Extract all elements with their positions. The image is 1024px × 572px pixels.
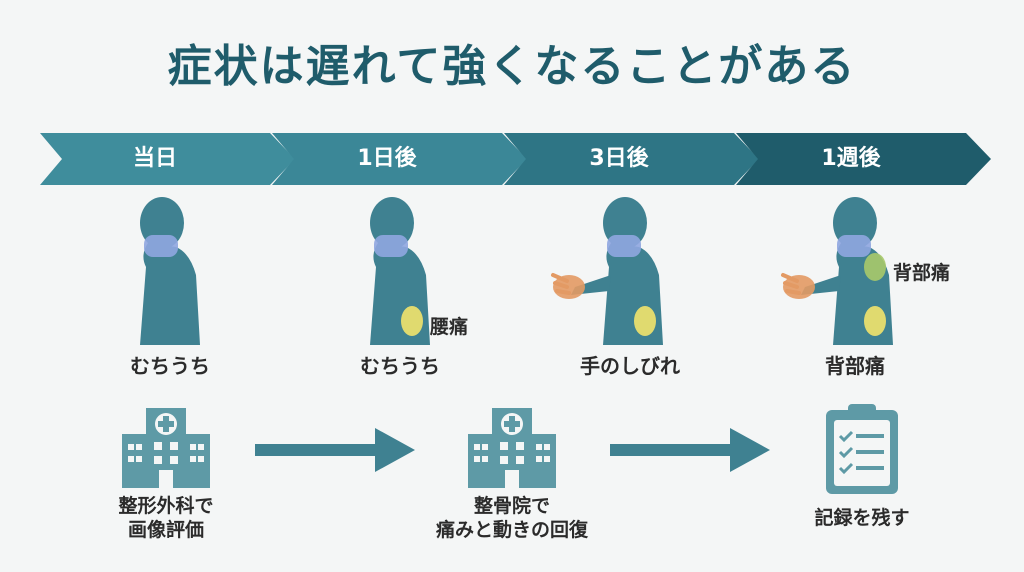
lowback-pain-icon [401, 306, 423, 336]
body-shape [140, 243, 200, 345]
side-label-backpain: 背部痛 [893, 262, 951, 284]
person-figure-lowback [370, 197, 430, 345]
step-label-line: 整骨院で [473, 495, 550, 517]
chevron-shape [272, 133, 527, 185]
timeline-label: 1週後 [821, 146, 881, 171]
symptom-label-whiplash: むちうち [130, 354, 210, 378]
step-label-line: 画像評価 [127, 519, 204, 541]
lowback-pain-icon [864, 306, 886, 336]
page-title: 症状は遅れて強くなることがある [167, 41, 857, 92]
symptom-label-backpain: 背部痛 [825, 354, 885, 378]
person-figure-whiplash [140, 197, 200, 345]
body-shape [603, 243, 663, 345]
step-label-bonesetter: 整骨院で 痛みと動きの回復 [392, 494, 632, 542]
chevron-shape [40, 133, 295, 185]
chevron-shape [504, 133, 759, 185]
symptom-label-numbness: 手のしびれ [580, 354, 680, 378]
clinic-icon [468, 408, 556, 488]
timeline-label: 当日 [132, 146, 177, 171]
timeline: 当日 1日後 3日後 1週後 [40, 133, 991, 185]
lowback-pain-icon [634, 306, 656, 336]
upper-back-pain-icon [864, 253, 886, 281]
clipboard-icon [826, 404, 898, 494]
symptom-label-whiplash-2: むちうち [360, 354, 440, 378]
chevron-shape [736, 133, 991, 185]
timeline-step-day3: 3日後 [504, 133, 759, 185]
step-label-orthopedics: 整形外科で 画像評価 [46, 494, 286, 542]
body-shape [370, 243, 430, 345]
arrow-right-icon [255, 428, 415, 472]
timeline-label: 1日後 [357, 146, 417, 171]
step-label-line: 痛みと動きの回復 [435, 519, 588, 541]
fingers-shape [551, 273, 571, 295]
hospital-icon [122, 408, 210, 488]
side-label-lowback: 腰痛 [430, 316, 469, 338]
arrow-right-icon [610, 428, 770, 472]
person-figure-backpain [781, 197, 893, 345]
neck-pain-icon [607, 235, 641, 257]
fingers-shape [781, 273, 801, 295]
neck-pain-icon [837, 235, 871, 257]
neck-pain-icon [144, 235, 178, 257]
timeline-step-day1: 1日後 [272, 133, 527, 185]
timeline-step-week1: 1週後 [736, 133, 991, 185]
timeline-label: 3日後 [589, 146, 649, 171]
person-figure-numbness [551, 197, 663, 345]
step-label-line: 整形外科で [118, 495, 214, 517]
timeline-step-day0: 当日 [40, 133, 295, 185]
step-label-record: 記録を残す [742, 506, 982, 530]
neck-pain-icon [374, 235, 408, 257]
body-shape [833, 243, 893, 345]
step-label-line: 記録を残す [814, 507, 910, 529]
